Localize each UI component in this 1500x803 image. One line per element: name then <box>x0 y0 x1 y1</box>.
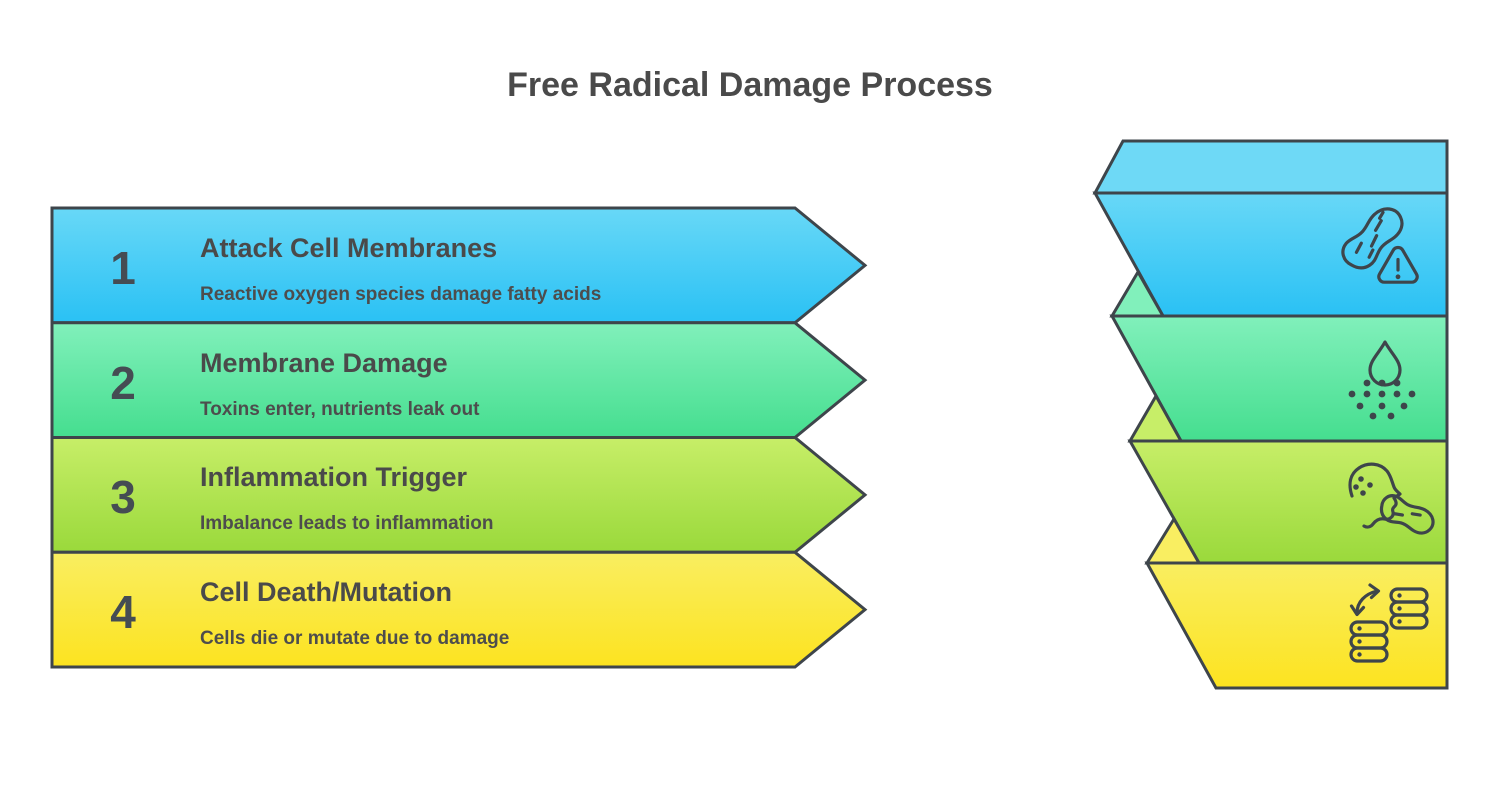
leak-dots <box>1348 379 1416 420</box>
step-4-description: Cells die or mutate due to damage <box>200 628 510 649</box>
step-3-description: Imbalance leads to inflammation <box>200 513 494 534</box>
step-1-title: Attack Cell Membranes <box>200 233 498 263</box>
step-2-number: 2 <box>110 357 136 409</box>
step-1-description: Reactive oxygen species damage fatty aci… <box>200 284 602 305</box>
cell-membrane-warning-icon <box>1331 201 1419 284</box>
folded-ribbon <box>1092 139 1449 690</box>
process-arrows <box>50 206 868 669</box>
inflammation-allergen-icon <box>1348 462 1440 546</box>
step-1-number: 1 <box>110 242 136 294</box>
step-2-description: Toxins enter, nutrients leak out <box>200 399 480 420</box>
ribbon-top-fold <box>1092 139 1449 195</box>
step-2-arrow <box>50 321 868 439</box>
step-4-number: 4 <box>110 586 136 638</box>
step-1-arrow <box>50 206 868 325</box>
page-title: Free Radical Damage Process <box>507 66 993 104</box>
step-4-arrow <box>50 550 868 669</box>
step-3-title: Inflammation Trigger <box>200 462 468 492</box>
step-3-number: 3 <box>110 471 136 523</box>
swap-arrow <box>1349 583 1381 617</box>
cell-stack-right <box>1389 587 1429 630</box>
step-2-title: Membrane Damage <box>200 348 448 378</box>
cell-stack-left <box>1349 620 1389 663</box>
ribbon-band-4 <box>1144 561 1449 690</box>
cell-stacks-mutation-icon <box>1349 583 1429 663</box>
step-4-title: Cell Death/Mutation <box>200 577 453 607</box>
step-3-arrow <box>50 436 868 554</box>
droplet-leak-icon <box>1348 340 1416 420</box>
